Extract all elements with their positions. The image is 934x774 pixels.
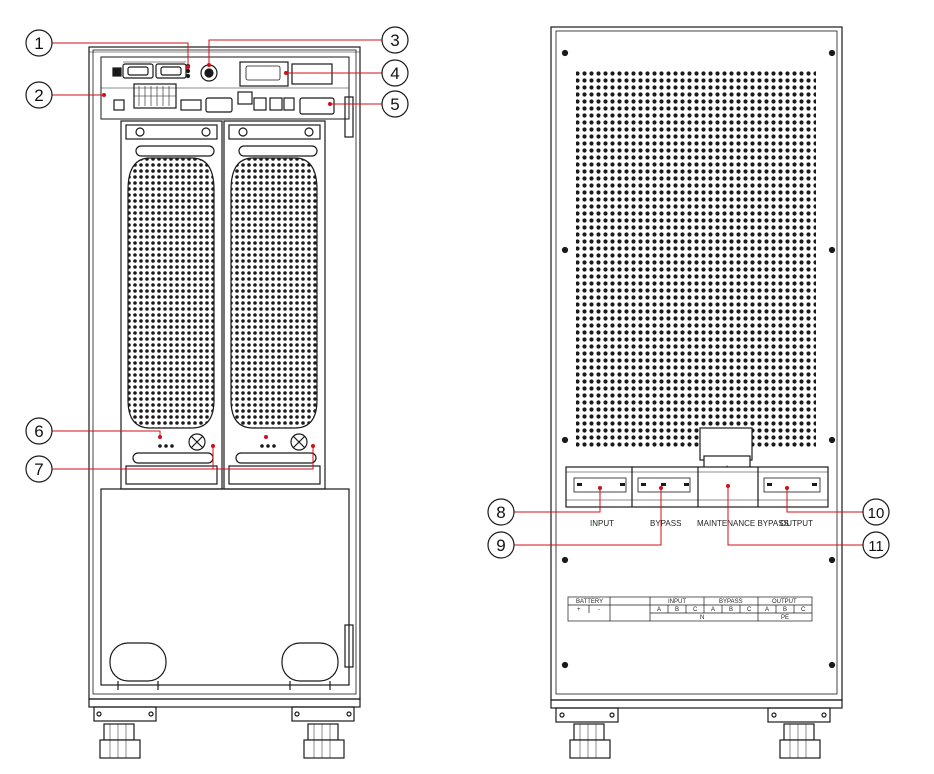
breaker-strip (565, 466, 829, 508)
table-group-battery: BATTERY (576, 599, 603, 605)
rear-vent-grille (576, 70, 816, 448)
table-phase-cell: B (729, 607, 733, 613)
table-phase-cell: C (693, 607, 698, 613)
callout-9: 9 (496, 536, 505, 555)
callout-endpoints (102, 63, 789, 490)
callout-leaders (52, 39, 863, 546)
table-phase-cell: C (801, 607, 806, 613)
callout-5: 5 (390, 95, 399, 114)
table-phase-cell: B (675, 607, 679, 613)
label-maintenance-bypass: MAINTENANCE BYPASS (697, 519, 789, 528)
callout-4: 4 (390, 64, 399, 83)
callout-2: 2 (34, 86, 43, 105)
callout-8: 8 (496, 503, 505, 522)
callout-3: 3 (390, 31, 399, 50)
table-protective-earth: PE (781, 615, 789, 621)
table-group-bypass: BYPASS (719, 599, 743, 605)
label-output: OUTPUT (780, 519, 813, 528)
table-group-input: INPUT (668, 599, 686, 605)
table-battery-plus: + (577, 607, 581, 613)
table-phase-cell: B (783, 607, 787, 613)
table-phase-cell: A (765, 607, 769, 613)
label-bypass: BYPASS (650, 519, 681, 528)
callout-11: 11 (868, 538, 884, 555)
table-neutral: N (700, 615, 704, 621)
callout-bubbles (25, 26, 890, 559)
table-battery-minus: - (598, 607, 600, 613)
table-group-output: OUTPUT (772, 599, 797, 605)
callout-7: 7 (34, 460, 43, 479)
table-phase-cell: A (711, 607, 715, 613)
terminal-table (567, 596, 813, 622)
callout-6: 6 (34, 422, 43, 441)
front-lower-panel (100, 488, 350, 686)
front-view (88, 46, 361, 759)
rear-view (550, 26, 843, 759)
table-phase-cell: C (747, 607, 752, 613)
table-phase-cell: A (657, 607, 661, 613)
label-input: INPUT (590, 519, 614, 528)
callout-1: 1 (34, 34, 43, 53)
callout-10: 10 (868, 505, 885, 522)
